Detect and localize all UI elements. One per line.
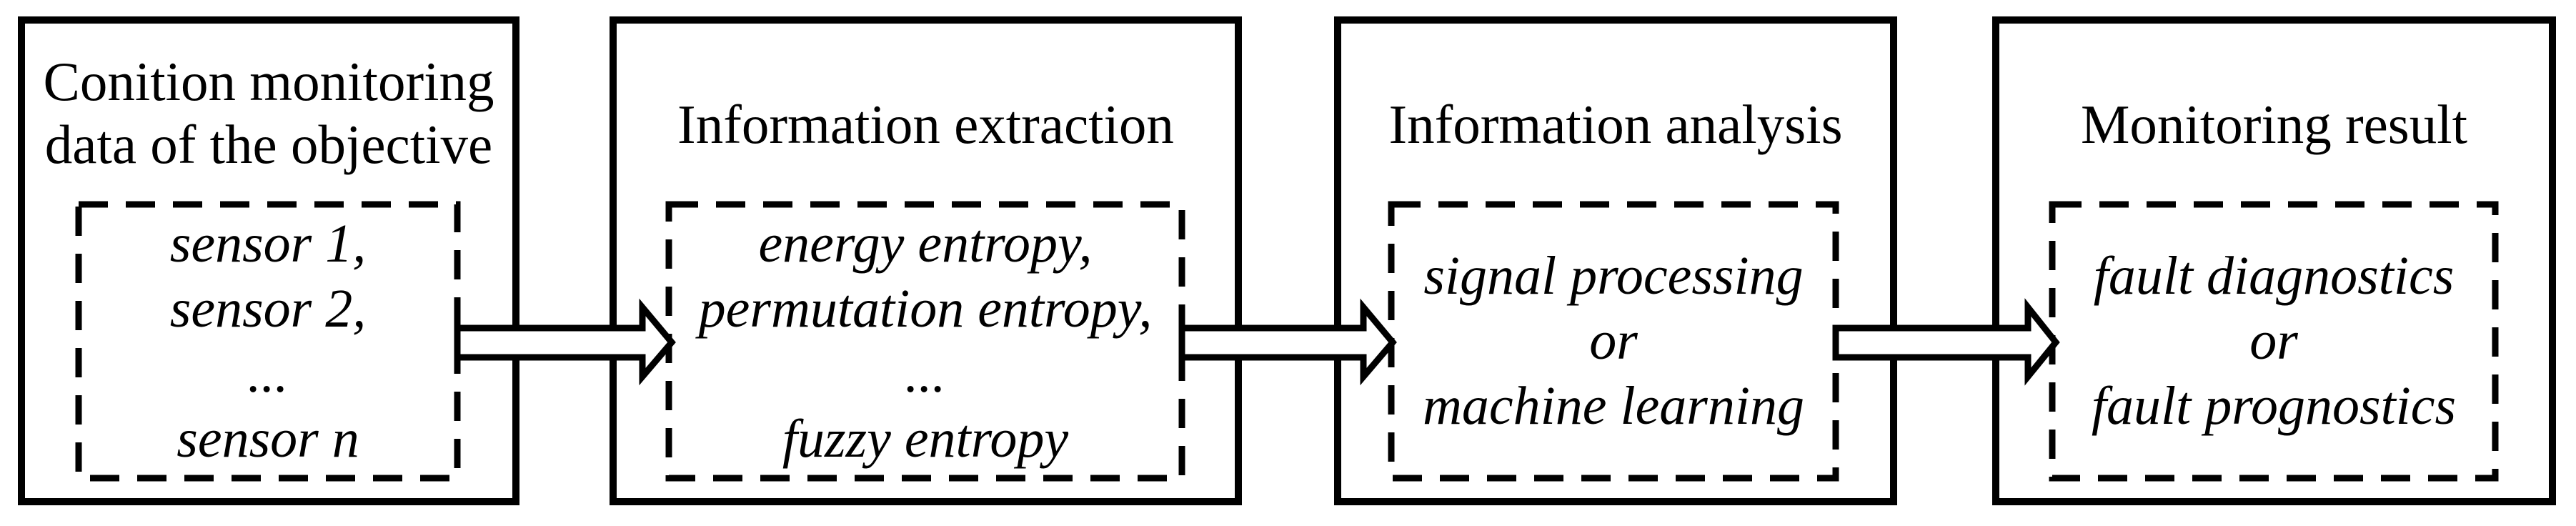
stage-2-title-line-1: Information extraction xyxy=(677,94,1174,155)
stage-2-title: Information extraction xyxy=(617,93,1235,156)
flow-arrow-connector-1 xyxy=(454,298,676,386)
stage-4-item-1: fault diagnostics xyxy=(2093,246,2455,306)
stage-3-items: signal processing or machine learning xyxy=(1391,204,1836,478)
stage-3-outline xyxy=(1334,16,1897,505)
flow-arrow-connector-2 xyxy=(1178,298,1397,386)
stage-1-title: Conition monitoring data of the objectiv… xyxy=(25,50,512,176)
stage-4-item-or: or xyxy=(2249,311,2298,371)
stage-4-item-2: fault prognostics xyxy=(2091,376,2457,436)
stage-3-item-2: machine learning xyxy=(1422,376,1804,436)
stage-2-item-ellipsis: ... xyxy=(905,343,946,404)
stage-1-items: sensor 1, sensor 2, ... sensor n xyxy=(79,204,457,478)
stage-4-title-line-1: Monitoring result xyxy=(2080,94,2468,155)
stage-1-item-2: sensor 2, xyxy=(169,278,367,339)
stage-2-item-1: energy entropy, xyxy=(758,213,1093,274)
stage-3-title: Information analysis xyxy=(1341,93,1890,156)
stage-3-item-or: or xyxy=(1589,311,1638,371)
stage-2-item-3: fuzzy entropy xyxy=(782,408,1069,469)
stage-2-outline xyxy=(610,16,1242,505)
stage-1-item-3: sensor n xyxy=(176,408,359,469)
stage-1-title-line-1: Conition monitoring xyxy=(43,51,494,112)
stage-1-item-1: sensor 1, xyxy=(169,213,367,274)
stage-4-outline xyxy=(1992,16,2556,505)
stage-1-title-line-2: data of the objective xyxy=(44,114,493,175)
stage-3-title-line-1: Information analysis xyxy=(1388,94,1843,155)
stage-4-title: Monitoring result xyxy=(1999,93,2549,156)
stage-3-item-1: signal processing xyxy=(1423,246,1804,306)
stage-1-dashed-outline xyxy=(75,201,461,482)
stage-4-items: fault diagnostics or fault prognostics xyxy=(2052,204,2495,478)
stage-1-outline xyxy=(18,16,519,505)
stage-2-item-2: permutation entropy, xyxy=(698,278,1153,339)
stage-1-item-ellipsis: ... xyxy=(247,343,289,404)
stage-2-items: energy entropy, permutation entropy, ...… xyxy=(669,204,1182,478)
flow-arrow-connector-3 xyxy=(1832,298,2060,386)
